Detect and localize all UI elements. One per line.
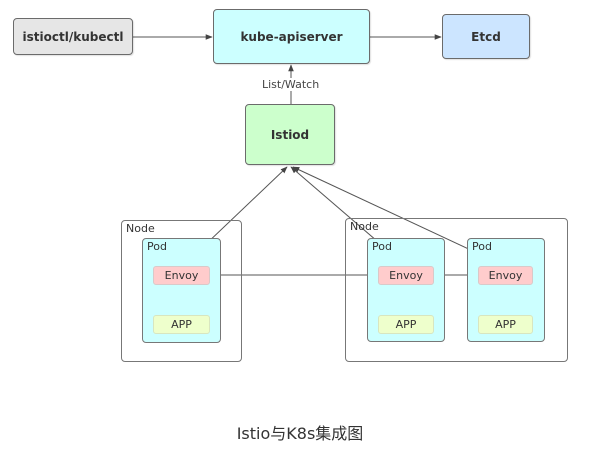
app-1-1: APP [153,315,210,334]
app-2-1: APP [378,315,434,334]
diagram-caption: Istio与K8s集成图 [236,424,364,443]
kube-apiserver-label: kube-apiserver [240,29,343,44]
k8s-node-2-label: Node [350,220,379,233]
etcd-node: Etcd [442,14,530,59]
istioctl-kubectl-label: istioctl/kubectl [22,29,124,44]
app-1-1-label: APP [171,318,192,331]
app-2-2: APP [478,315,533,334]
envoy-2-1-label: Envoy [389,269,423,282]
envoy-1-1-label: Envoy [164,269,199,282]
pod-1-1-label: Pod [147,240,167,253]
envoy-1-1: Envoy [153,266,210,285]
istiod-node: Istiod [245,104,335,165]
envoy-2-2: Envoy [478,266,533,285]
list-watch-label: List/Watch [261,78,321,91]
kube-apiserver-node: kube-apiserver [213,9,370,64]
pod-2-1-label: Pod [372,240,392,253]
istioctl-kubectl-node: istioctl/kubectl [13,18,133,55]
k8s-node-1-label: Node [126,222,155,235]
pod-2-2-label: Pod [472,240,492,253]
istiod-label: Istiod [270,127,310,142]
app-2-2-label: APP [495,318,516,331]
envoy-2-1: Envoy [378,266,434,285]
etcd-label: Etcd [471,29,501,44]
k8s-node-2: Node [345,218,568,362]
app-2-1-label: APP [395,318,417,331]
envoy-2-2-label: Envoy [488,269,523,282]
k8s-node-1: Node [121,220,242,362]
